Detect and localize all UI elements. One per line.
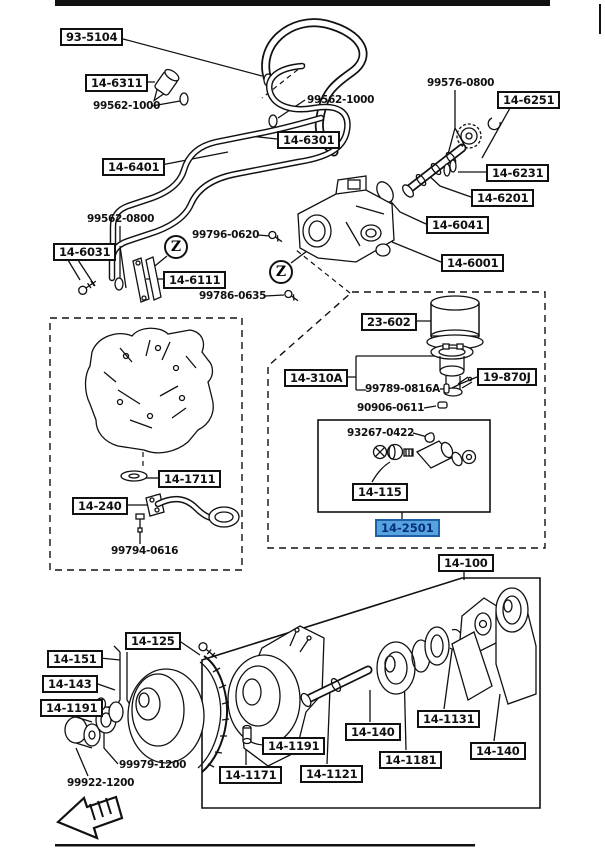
page-edge-marks [55, 0, 601, 847]
part-label-14-6301[interactable]: 14-6301 [277, 131, 341, 149]
water-pump-drawing [227, 587, 537, 767]
z-reference-marker: Z [269, 260, 293, 284]
part-label-90906-0611[interactable]: 90906-0611 [357, 402, 425, 414]
part-label-23-602[interactable]: 23-602 [361, 313, 417, 331]
bolt-link-group-drawing [78, 256, 162, 303]
part-label-14-2501[interactable]: 14-2501 [375, 519, 440, 537]
fuel-filter-drawing [426, 295, 484, 350]
part-label-14-1121[interactable]: 14-1121 [300, 765, 364, 783]
part-label-14-1181[interactable]: 14-1181 [379, 751, 443, 769]
part-label-99576-0800[interactable]: 99576-0800 [427, 77, 495, 89]
part-label-14-240[interactable]: 14-240 [72, 497, 128, 515]
part-label-99786-0635[interactable]: 99786-0635 [199, 290, 267, 302]
right-dashed-group-box [267, 291, 546, 549]
part-label-93267-0422[interactable]: 93267-0422 [347, 427, 415, 439]
part-label-14-6001[interactable]: 14-6001 [441, 254, 505, 272]
part-label-14-140[interactable]: 14-140 [470, 742, 526, 760]
part-label-99562-0800[interactable]: 99562-0800 [87, 213, 155, 225]
part-label-14-100[interactable]: 14-100 [438, 554, 494, 572]
part-label-14-151[interactable]: 14-151 [47, 650, 103, 668]
part-label-14-310a[interactable]: 14-310A [284, 369, 349, 387]
part-label-14-6251[interactable]: 14-6251 [497, 91, 561, 109]
part-label-14-1711[interactable]: 14-1711 [158, 470, 222, 488]
part-label-14-140[interactable]: 14-140 [345, 723, 401, 741]
part-label-14-6201[interactable]: 14-6201 [471, 189, 535, 207]
part-label-14-6031[interactable]: 14-6031 [53, 243, 117, 261]
part-label-99562-1000[interactable]: 99562-1000 [307, 94, 375, 106]
part-label-99979-1200[interactable]: 99979-1200 [119, 759, 187, 771]
part-label-14-6231[interactable]: 14-6231 [486, 164, 550, 182]
fuel-pump-drawing [430, 343, 474, 409]
part-label-19-870j[interactable]: 19-870J [477, 368, 537, 386]
inner-solid-group-box [317, 419, 491, 513]
sensor-drawing [153, 68, 278, 128]
part-label-14-6111[interactable]: 14-6111 [163, 271, 227, 289]
part-label-14-115[interactable]: 14-115 [352, 483, 408, 501]
oil-strainer-drawing [120, 470, 240, 533]
bottom-solid-group-box [201, 577, 541, 809]
injector-assembly-drawing [376, 117, 501, 203]
part-label-14-1171[interactable]: 14-1171 [219, 766, 283, 784]
part-label-14-1191[interactable]: 14-1191 [40, 699, 104, 717]
part-label-99796-0620[interactable]: 99796-0620 [192, 229, 260, 241]
fwd-arrow-icon [55, 795, 124, 840]
part-label-14-1191[interactable]: 14-1191 [262, 737, 326, 755]
part-label-93-5104[interactable]: 93-5104 [60, 28, 124, 46]
part-label-99562-1000[interactable]: 99562-1000 [93, 100, 161, 112]
valve-parts-drawing [372, 432, 477, 469]
part-label-99922-1200[interactable]: 99922-1200 [67, 777, 135, 789]
part-label-99789-0816a[interactable]: 99789-0816A [365, 383, 440, 395]
part-label-14-143[interactable]: 14-143 [42, 675, 98, 693]
part-label-14-1131[interactable]: 14-1131 [417, 710, 481, 728]
part-label-14-125[interactable]: 14-125 [125, 632, 181, 650]
z-reference-marker: Z [164, 235, 188, 259]
pulley-hub-group-drawing [64, 642, 230, 773]
fuel-pipes-drawing [108, 62, 351, 289]
throttle-body-drawing [268, 175, 395, 302]
part-label-99794-0616[interactable]: 99794-0616 [111, 545, 179, 557]
left-dashed-group-box [49, 317, 243, 571]
part-label-14-6401[interactable]: 14-6401 [102, 158, 166, 176]
part-label-14-6041[interactable]: 14-6041 [426, 216, 490, 234]
part-label-14-6311[interactable]: 14-6311 [85, 74, 149, 92]
engine-block-drawing [84, 327, 214, 454]
